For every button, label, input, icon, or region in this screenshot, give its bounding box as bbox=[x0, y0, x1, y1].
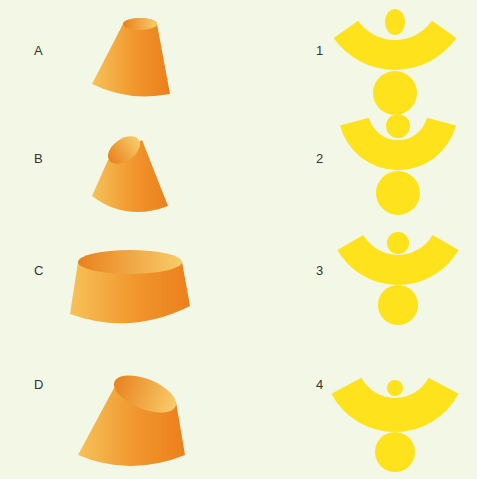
shape-letter: A bbox=[34, 44, 43, 57]
shape-letter: B bbox=[34, 152, 43, 165]
net-number: 1 bbox=[316, 44, 323, 57]
shape-letter: C bbox=[34, 264, 43, 277]
frustum-d bbox=[78, 368, 185, 466]
frustum-b bbox=[92, 131, 168, 212]
net-number: 4 bbox=[316, 378, 323, 391]
frustum-c bbox=[70, 250, 190, 323]
net-number: 3 bbox=[316, 264, 323, 277]
frustum-a bbox=[92, 18, 170, 96]
net-number: 2 bbox=[316, 152, 323, 165]
net-2 bbox=[340, 114, 456, 215]
net-4 bbox=[331, 378, 458, 472]
net-3 bbox=[337, 232, 458, 325]
net-1 bbox=[334, 9, 457, 115]
shape-letter: D bbox=[34, 378, 43, 391]
